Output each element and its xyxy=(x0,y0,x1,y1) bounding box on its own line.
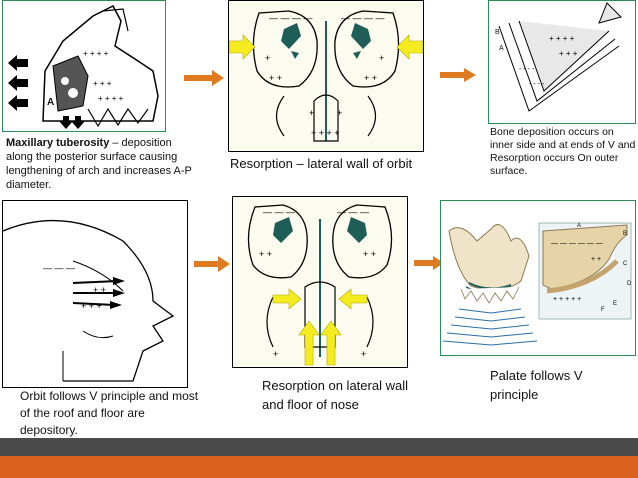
maxillary-caption: Maxillary tuberosity – deposition along … xyxy=(6,136,196,192)
yellow-arrow-up-icon xyxy=(320,320,342,366)
left-arrow-icon xyxy=(8,95,28,111)
svg-text:+ + +: + + + xyxy=(559,49,578,58)
nose-resorption-panel: — — — — — — + + + + + + xyxy=(232,196,408,368)
bone-deposition-caption: Bone deposition occurs on inner side and… xyxy=(490,126,636,177)
yellow-arrow-up-icon xyxy=(298,320,320,366)
svg-text:+: + xyxy=(337,108,342,118)
right-arrow-icon xyxy=(110,301,122,309)
maxillary-skull-panel: + + + + + + + + + + + A xyxy=(2,0,166,132)
svg-text:+ + + +: + + + + xyxy=(311,128,340,138)
left-arrow-icon xyxy=(8,75,28,91)
orange-arrow-icon xyxy=(194,256,230,272)
svg-text:+: + xyxy=(273,349,278,359)
orbit-section-drawing: — — — — — — — — + + + + + + + + + + + + xyxy=(229,10,423,142)
v-label-b: B xyxy=(495,29,500,36)
palate-label-d: D xyxy=(627,281,632,287)
yellow-arrow-left-icon xyxy=(396,34,423,60)
v-principle-panel: + + + + + + + - - - - - - - - B A xyxy=(488,0,636,124)
maxillary-skull-drawing: + + + + + + + + + + + xyxy=(8,5,159,129)
v-principle-drawing: + + + + + + + - - - - - - - - xyxy=(498,2,622,112)
palate-label-b: B xyxy=(623,231,628,237)
svg-text:+ + +: + + + xyxy=(93,79,112,88)
orange-arrow-icon xyxy=(184,70,224,86)
svg-text:+ +: + + xyxy=(364,73,377,83)
svg-text:— — —: — — — xyxy=(43,263,75,273)
svg-text:+: + xyxy=(309,108,314,118)
orbit-v-caption: Orbit follows V principle and most of th… xyxy=(20,389,199,437)
svg-text:— — — — — —: — — — — — — xyxy=(551,240,603,247)
nose-section-drawing: — — — — — — + + + + + + xyxy=(247,204,393,366)
svg-text:+ +: + + xyxy=(363,249,376,259)
left-arrow-icon xyxy=(8,55,28,71)
svg-text:+ + + +: + + + + xyxy=(549,34,575,43)
svg-text:+ + +: + + + xyxy=(81,301,102,311)
svg-text:+ + + + +: + + + + + xyxy=(553,296,581,303)
down-arrow-icon xyxy=(71,116,85,129)
down-arrow-icon xyxy=(59,116,73,129)
orange-arrow-icon xyxy=(440,68,476,82)
palate-panel: — — — — — — + + + + + + + A B C D E F xyxy=(440,200,636,356)
skull-label-a: A xyxy=(47,97,55,108)
right-arrow-icon xyxy=(113,277,125,285)
resorption-orbit-caption: Resorption – lateral wall of orbit xyxy=(230,156,413,171)
svg-text:+ +: + + xyxy=(93,285,106,295)
maxillary-caption-bold: Maxillary tuberosity xyxy=(6,137,110,149)
palate-drawing: — — — — — — + + + + + + + xyxy=(442,222,632,346)
svg-text:— — —: — — — xyxy=(337,207,369,217)
bottom-bar-orange xyxy=(0,456,638,478)
svg-text:+ +: + + xyxy=(269,73,282,83)
lateral-skull-drawing: — — — + + + + + xyxy=(3,219,175,382)
svg-text:+ +: + + xyxy=(591,256,601,263)
palate-label-f: F xyxy=(601,307,605,313)
svg-text:— — — —: — — — — xyxy=(341,13,385,23)
orange-arrow-icon xyxy=(414,256,444,270)
svg-text:- - - -: - - - - xyxy=(519,66,535,73)
yellow-arrow-right-icon xyxy=(229,34,256,60)
yellow-arrow-right-icon xyxy=(272,288,302,310)
yellow-arrow-left-icon xyxy=(338,288,368,310)
svg-text:- - - -: - - - - xyxy=(529,81,545,88)
palate-label-c: C xyxy=(623,261,628,267)
svg-text:— — —: — — — xyxy=(263,207,295,217)
svg-text:+ +: + + xyxy=(259,249,272,259)
right-arrow-icon xyxy=(113,289,125,297)
svg-text:+: + xyxy=(265,53,270,63)
svg-text:+: + xyxy=(361,349,366,359)
palate-v-caption: Palate follows V principle xyxy=(490,368,583,402)
svg-text:+ + + +: + + + + xyxy=(98,94,124,103)
palate-label-e: E xyxy=(613,301,618,307)
svg-text:— — — —: — — — — xyxy=(269,13,313,23)
orbit-v-skull-panel: — — — + + + + + xyxy=(2,200,188,388)
resorption-nose-caption: Resorption on lateral wall and floor of … xyxy=(262,378,408,412)
orbit-resorption-panel: — — — — — — — — + + + + + + + + + + + + xyxy=(228,0,424,152)
svg-text:+ + + +: + + + + xyxy=(83,49,109,58)
palate-label-a: A xyxy=(577,223,582,229)
maxillary-caption-rest: – deposition along the posterior surface… xyxy=(6,137,192,191)
bottom-bar-gray xyxy=(0,438,638,456)
svg-text:+: + xyxy=(379,53,384,63)
v-label-a: A xyxy=(499,45,504,52)
